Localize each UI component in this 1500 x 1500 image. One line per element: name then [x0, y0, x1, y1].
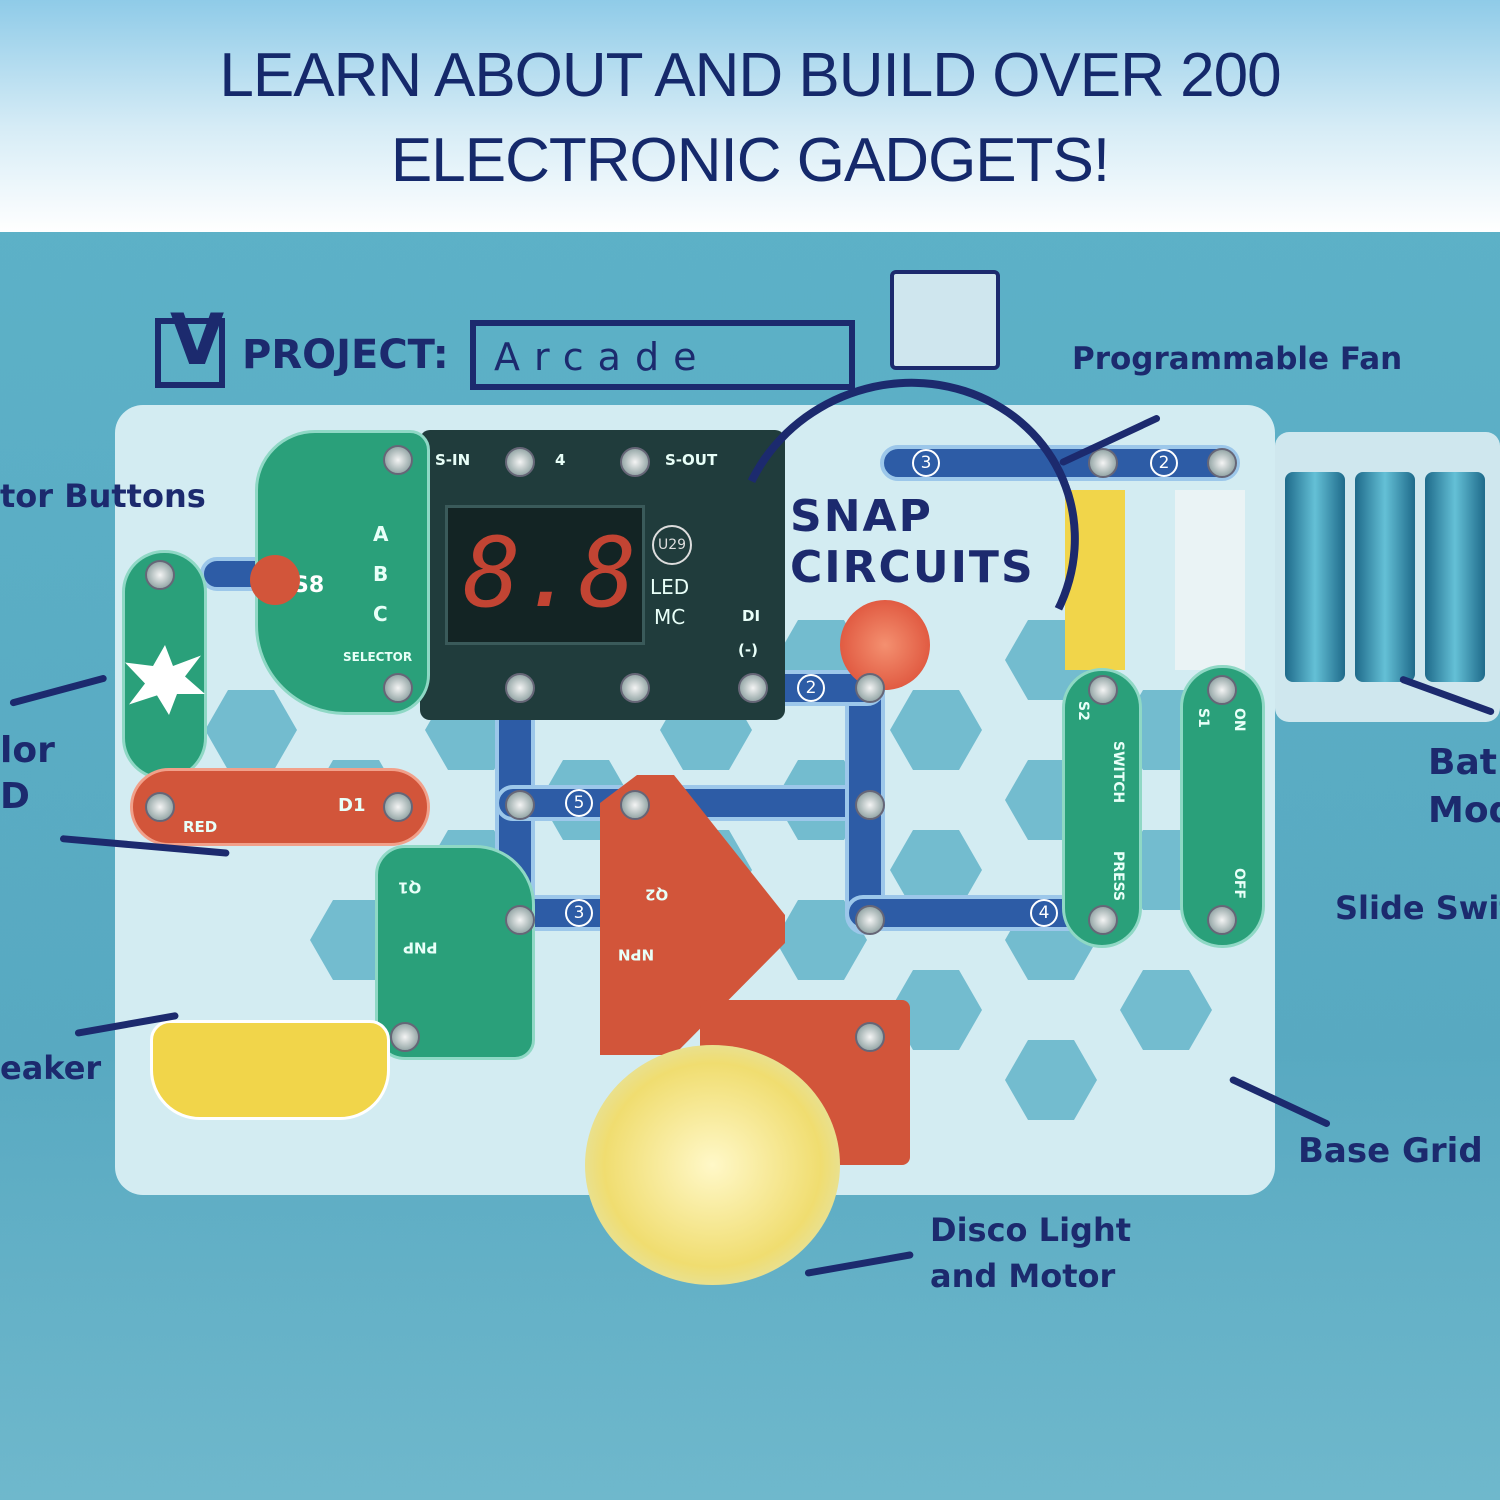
check-mark: V — [170, 299, 225, 381]
led-mc-module: S-IN 4 S-OUT 8.8. U29 LED MC DI (-) — [420, 430, 785, 720]
q2-label: Q2 — [645, 885, 669, 904]
arcade-machine-icon — [890, 270, 1000, 370]
snap-connector — [390, 1022, 420, 1052]
selector-button-b[interactable]: B — [373, 562, 389, 586]
project-name-box: Arcade — [470, 320, 855, 390]
snap-connector — [738, 673, 768, 703]
snap-connector — [145, 792, 175, 822]
battery-strip — [1175, 490, 1245, 670]
snap-connector — [505, 447, 535, 477]
callout-base-grid: Base Grid — [1298, 1131, 1483, 1171]
snap-connector — [383, 445, 413, 475]
wire-label-2: 2 — [797, 674, 825, 702]
s-in-label: S-IN — [435, 451, 471, 469]
seven-segment-display: 8.8. — [463, 517, 642, 629]
press-switch[interactable]: S2 SWITCH PRESS — [1062, 668, 1142, 948]
orange-snap — [250, 555, 300, 605]
grid-hole — [1005, 1040, 1097, 1120]
snap-connector — [145, 560, 175, 590]
npn-label: NPN — [618, 945, 655, 964]
grid-hole — [205, 690, 297, 770]
arrow-icon — [804, 1250, 914, 1277]
pnp-transistor: PNP Q1 — [375, 845, 535, 1060]
s2-label: S2 — [1075, 701, 1092, 721]
led-mc-label: MC — [654, 605, 686, 629]
arrow-icon — [9, 674, 108, 707]
checkbox-icon — [155, 318, 225, 388]
callout-slide-switch: Slide Swit — [1335, 889, 1500, 927]
callout-disco-light: and Motor — [930, 1257, 1116, 1295]
pnp-label: PNP — [403, 938, 438, 957]
project-label: PROJECT: — [242, 332, 449, 378]
q1-label: Q1 — [398, 878, 422, 897]
callout-disco-light: Disco Light — [930, 1211, 1132, 1249]
off-label: OFF — [1231, 868, 1248, 900]
snap-connector — [620, 673, 650, 703]
wire-label-2: 2 — [1150, 449, 1178, 477]
snap-connector — [1088, 675, 1118, 705]
selector-button-c[interactable]: C — [373, 602, 388, 626]
callout-battery-module: Bat — [1428, 742, 1497, 783]
press-label: PRESS — [1110, 851, 1127, 902]
project-name: Arcade — [494, 335, 711, 379]
selector-label: SELECTOR — [343, 650, 413, 664]
red-led-module: RED D1 — [130, 768, 430, 846]
disco-light — [585, 1045, 840, 1285]
snap-connector — [1207, 675, 1237, 705]
wire-label-3: 3 — [565, 899, 593, 927]
grid-hole — [1120, 970, 1212, 1050]
headline-line-1: LEARN ABOUT AND BUILD OVER 200 — [219, 41, 1281, 110]
snap-connector — [620, 790, 650, 820]
fan-strip — [1065, 490, 1125, 670]
callout-programmable-fan: Programmable Fan — [1072, 341, 1403, 377]
selector-button-a[interactable]: A — [373, 522, 389, 546]
snap-connector — [1207, 448, 1237, 478]
snap-connector — [855, 673, 885, 703]
callout-selector-buttons: tor Buttons — [0, 477, 206, 515]
s1-label: S1 — [1195, 708, 1212, 728]
battery-module — [1275, 432, 1500, 722]
u29-label: U29 — [652, 525, 692, 565]
snap-connector — [505, 673, 535, 703]
callout-color-led: lor — [0, 730, 55, 771]
speaker — [150, 1020, 390, 1120]
d1-label: D1 — [338, 795, 366, 816]
s-out-label: S-OUT — [665, 451, 718, 469]
on-label: ON — [1231, 708, 1248, 732]
led-mc-label: LED — [650, 575, 690, 599]
minus-label: (-) — [738, 641, 758, 659]
fan-orange-ball — [840, 600, 930, 690]
snap-connector — [855, 1022, 885, 1052]
snap-connector — [620, 447, 650, 477]
switch-label: SWITCH — [1110, 741, 1127, 804]
wire-label-3: 3 — [912, 449, 940, 477]
snap-connector — [1207, 905, 1237, 935]
callout-battery-module: Mod — [1428, 790, 1500, 831]
snap-connector — [505, 790, 535, 820]
snap-connector — [855, 790, 885, 820]
callout-color-led: D — [0, 776, 30, 817]
snap-connector — [1088, 448, 1118, 478]
pin-4-label: 4 — [555, 451, 566, 469]
wire-label-4: 4 — [1030, 899, 1058, 927]
snap-connector — [383, 792, 413, 822]
snap-connector — [1088, 905, 1118, 935]
snap-connector — [383, 673, 413, 703]
red-label: RED — [183, 818, 218, 836]
headline-line-2: ELECTRONIC GADGETS! — [390, 126, 1110, 195]
di-label: DI — [742, 607, 761, 625]
header-banner: LEARN ABOUT AND BUILD OVER 200 ELECTRONI… — [0, 0, 1500, 232]
wire-label-5: 5 — [565, 789, 593, 817]
slide-switch[interactable]: S1 ON OFF — [1180, 665, 1265, 948]
callout-speaker: eaker — [0, 1049, 102, 1087]
snap-wire — [845, 895, 1105, 931]
snap-connector — [505, 905, 535, 935]
snap-connector — [855, 905, 885, 935]
snap-circuits-logo: SNAP CIRCUITS — [790, 491, 1035, 593]
